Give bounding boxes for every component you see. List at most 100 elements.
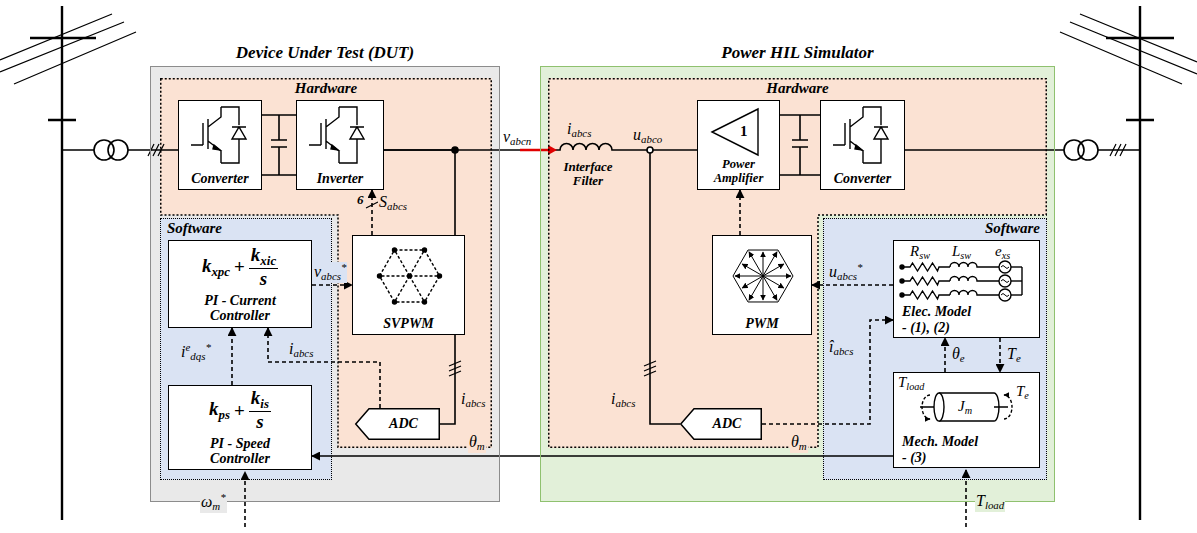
vector-spoke: [395, 250, 410, 276]
source-symbol: [999, 289, 1011, 301]
text-part: S: [379, 193, 387, 210]
hil-ground: [540, 66, 1055, 502]
node-text: Hardware: [548, 80, 1047, 97]
text-part: abcs: [837, 270, 857, 282]
amp-node: 1Power Amplifier: [697, 100, 780, 190]
node-text: SVPWM: [383, 316, 434, 331]
source-symbol: [999, 261, 1011, 273]
text-part: L: [952, 243, 960, 259]
text-part: T: [1007, 345, 1016, 362]
junction-dot: [647, 147, 653, 153]
fraction: kiss: [249, 388, 271, 433]
node-text: Lsw: [952, 243, 971, 261]
wire: [1011, 294, 1022, 295]
vector-dot: [423, 300, 427, 304]
text-part: v: [314, 263, 321, 280]
node-text: +: [234, 400, 245, 422]
text-part: *: [857, 261, 862, 273]
signal-label: vabcn: [502, 128, 532, 148]
node-text: ADC: [389, 416, 418, 431]
signal-label: iabcs: [610, 390, 636, 410]
node-text: Elec. Model - (1), (2): [902, 304, 978, 335]
diode-symbol: [874, 127, 888, 139]
wire: [1011, 266, 1022, 267]
text-part: k: [251, 244, 261, 265]
transformer-symbol: [108, 140, 128, 160]
source-wave: [1001, 266, 1009, 269]
igbt-stroke: [191, 107, 239, 163]
current-arrow: [520, 149, 550, 152]
vector-dot: [423, 248, 427, 252]
node-text: Hardware: [160, 80, 492, 97]
phase-mark: [1110, 144, 1126, 156]
wire: [1011, 280, 1022, 281]
signal-label: iedqs*: [180, 342, 212, 363]
vector-arrow: [763, 276, 764, 300]
note-label: 6: [356, 193, 365, 207]
text-part: e: [995, 243, 1002, 259]
text-part: abcn: [510, 135, 531, 147]
text-part: e: [1016, 352, 1021, 364]
source-wave: [1001, 294, 1009, 297]
emitter-arrow: [331, 145, 338, 150]
signal-label: θm: [790, 433, 808, 453]
hexagon-outline: [733, 250, 793, 302]
text-part: θ: [791, 433, 799, 450]
igbt-stroke: [309, 107, 357, 163]
text-part: load: [985, 499, 1004, 511]
inductor-symbol: [950, 277, 999, 282]
node-text: Power HIL Simulator: [541, 43, 1054, 63]
text-part: xic: [260, 253, 276, 268]
text-part: u: [633, 126, 641, 143]
vector-dot: [438, 274, 442, 278]
note-label: Interface Filter: [552, 160, 624, 189]
hexagon-outline: [380, 250, 440, 302]
text-part: xs: [1002, 250, 1011, 261]
node-text: 1: [740, 123, 748, 140]
signal-arrow: [812, 284, 893, 286]
node-text: Software: [985, 220, 1040, 237]
emitter-arrow: [855, 145, 862, 150]
node-text: Software: [167, 220, 222, 237]
signal-label: iabcs: [460, 390, 486, 410]
neutral-wire: [1021, 267, 1022, 295]
vector-arrow: [763, 264, 784, 276]
torque-arrow: [1004, 395, 1012, 419]
source-wave: [1001, 280, 1009, 283]
pwm-node: PWM: [712, 235, 812, 335]
signal-label: θe: [951, 345, 966, 365]
vector-dot: [393, 248, 397, 252]
dc-link-capacitor: [262, 115, 296, 175]
dut-ground: [150, 66, 500, 502]
node-text: Jm: [958, 398, 972, 416]
diode-symbol: [232, 127, 246, 139]
mech-node: TloadJmTeMech. Model - (3): [893, 372, 1040, 468]
source-symbol: [999, 275, 1011, 287]
text-part: k: [209, 398, 219, 419]
phase-mark: [644, 361, 656, 376]
signal-label: Sabcs: [378, 193, 408, 213]
node-text: ADC: [713, 416, 742, 431]
text-part: i: [611, 390, 615, 407]
node-text: Mech. Model - (3): [902, 434, 986, 465]
node-text: Power Amplifier: [698, 158, 779, 186]
adc-node: ADC: [355, 408, 440, 440]
junction-dot: [452, 147, 458, 153]
inductor-symbol: [556, 144, 614, 151]
power-wire: [312, 455, 893, 457]
bus-mark: [366, 202, 378, 208]
text-part: θ: [952, 345, 960, 362]
text-part: xpc: [211, 263, 230, 278]
adc-shape: [681, 409, 762, 440]
elec-node: Rsw Lsw exsElec. Model - (1), (2): [893, 240, 1040, 338]
text-part: sw: [919, 250, 930, 261]
text-part: R: [910, 243, 919, 259]
signal-label: uabco: [632, 126, 663, 146]
reference-arrow: [244, 472, 246, 527]
phase-mark: [449, 361, 461, 376]
dc-link-capacitor: [780, 115, 820, 175]
amplifier-triangle: [712, 109, 758, 155]
node-text: Te: [1016, 383, 1029, 401]
vector-dot: [393, 300, 397, 304]
node-text: Converter: [834, 171, 892, 186]
